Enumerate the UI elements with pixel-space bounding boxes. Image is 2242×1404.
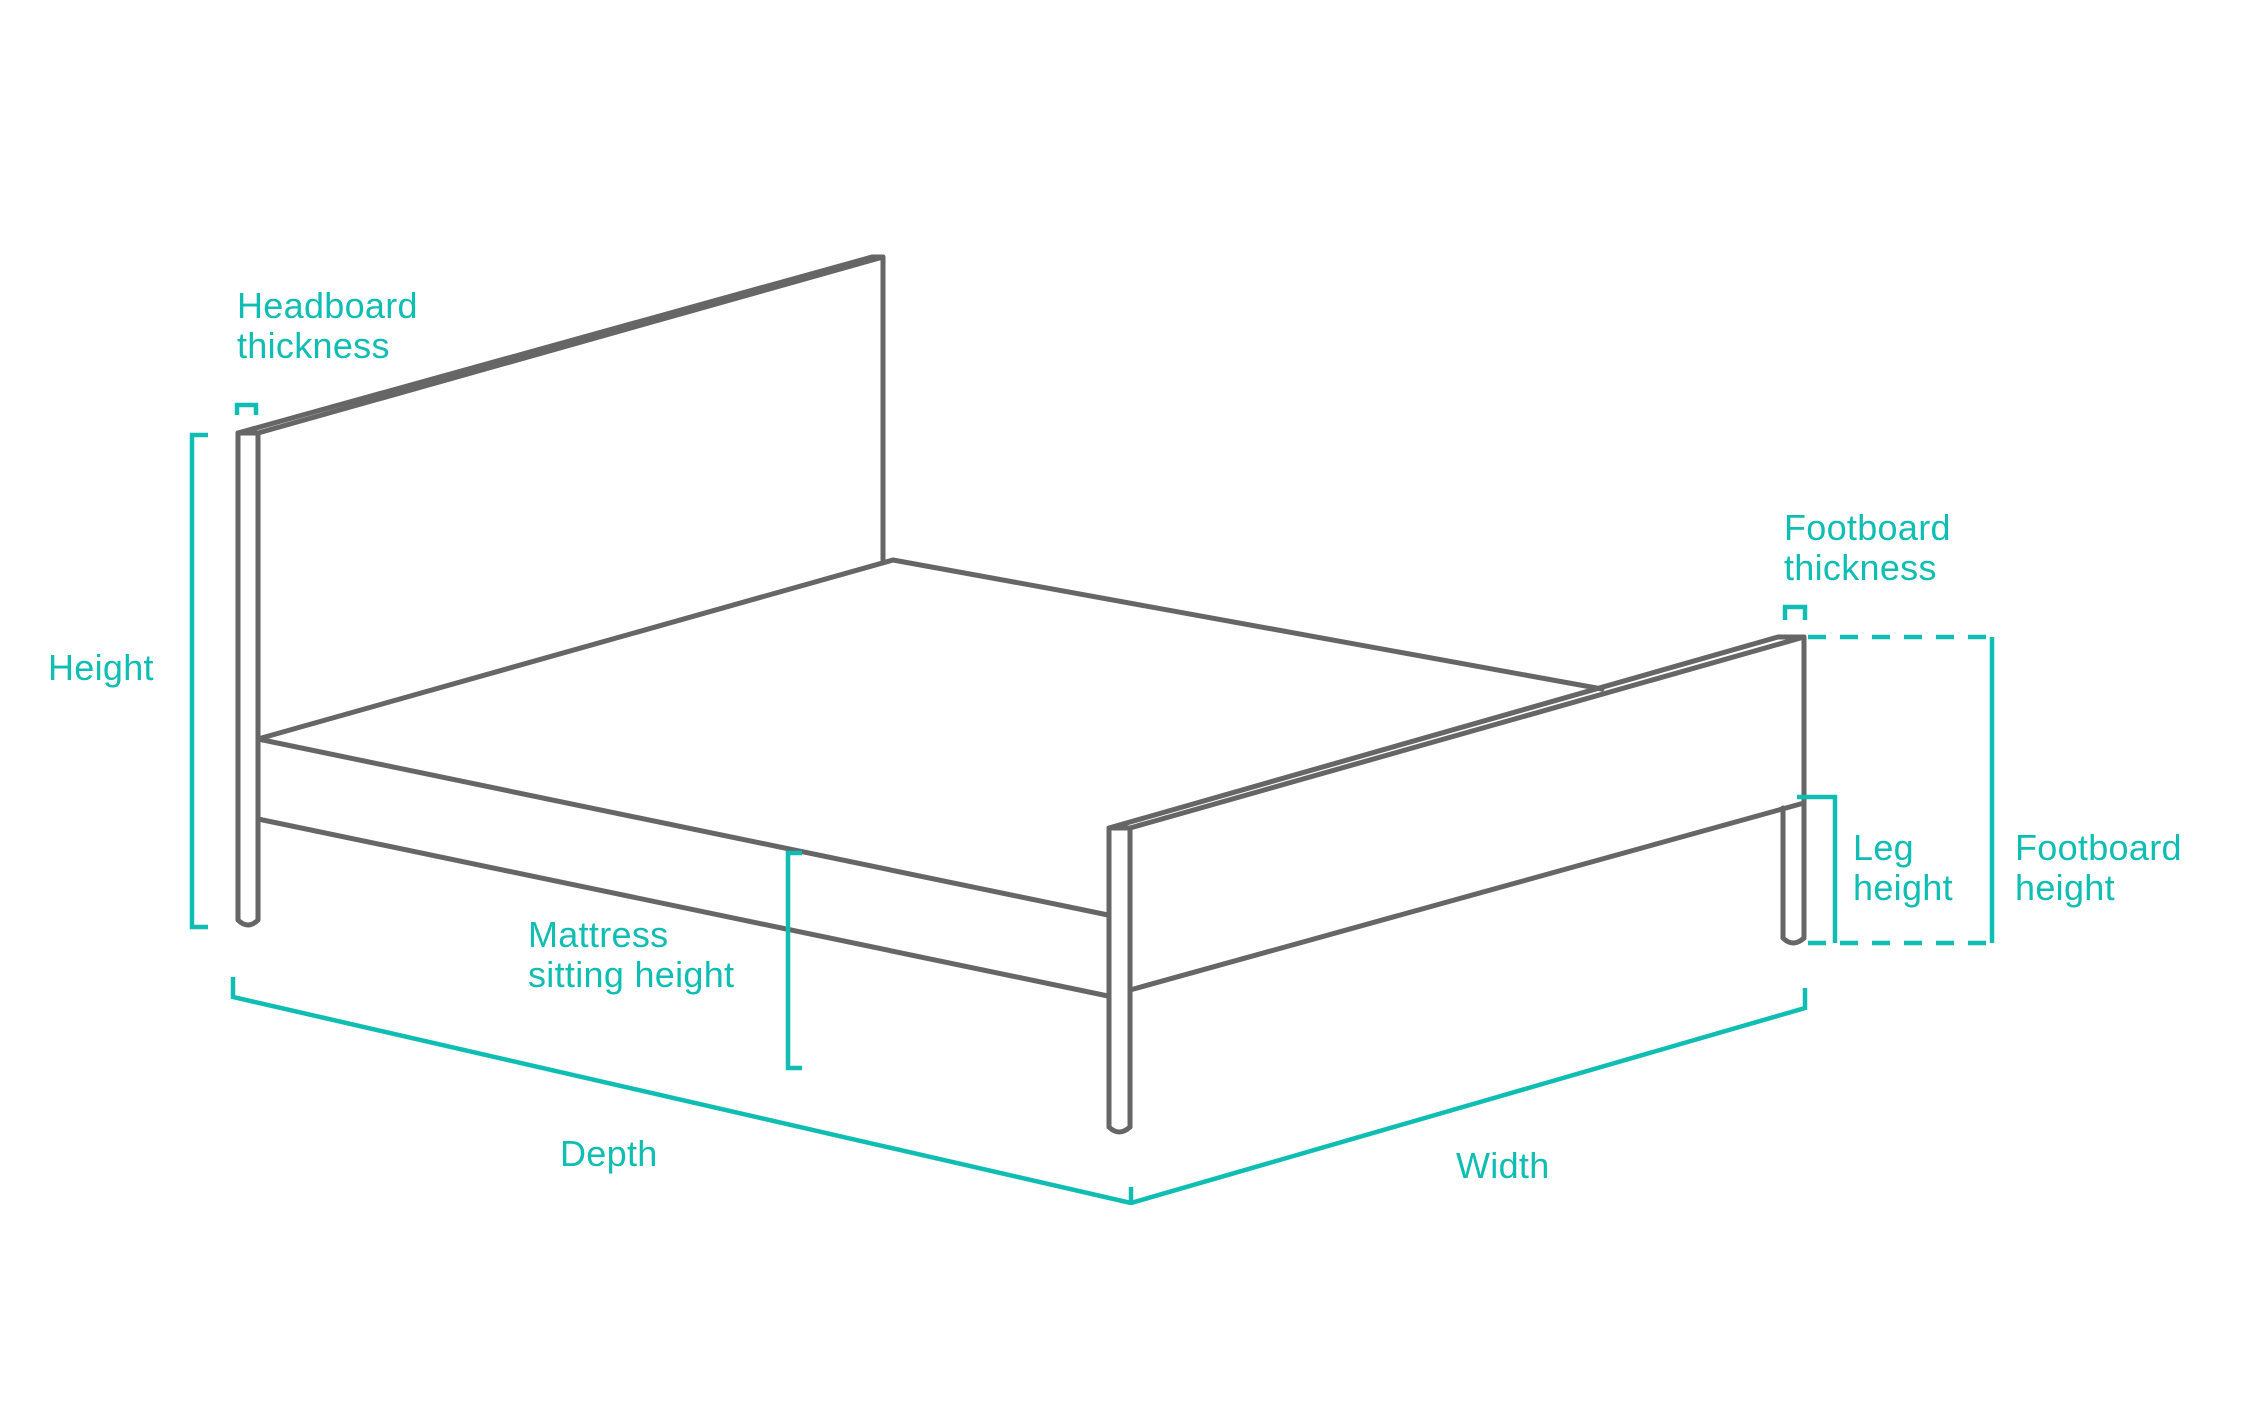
- label-headboard-thickness: Headboard thickness: [237, 285, 418, 366]
- label-width: Width: [1456, 1145, 1550, 1186]
- width-line: [1130, 988, 1808, 1206]
- mattress-sitting-height-bracket: [785, 850, 802, 1071]
- mattress-platform: [255, 557, 1605, 999]
- depth-line: [230, 977, 1132, 1206]
- footboard: [1106, 634, 1807, 1135]
- leg-height-bracket: [1797, 794, 1838, 943]
- height-bracket: [189, 432, 208, 930]
- bed-frame: [235, 254, 1807, 1135]
- label-leg-height: Leg height: [1853, 827, 1953, 908]
- headboard: [235, 254, 886, 928]
- label-height: Height: [48, 647, 154, 688]
- footboard-thickness-bracket: [1782, 604, 1808, 620]
- headboard-thickness-bracket: [234, 402, 259, 415]
- dimension-markers: [189, 402, 1995, 1206]
- label-mattress-sitting-height: Mattress sitting height: [528, 914, 735, 995]
- label-footboard-height: Footboard height: [2015, 827, 2182, 908]
- label-footboard-thickness: Footboard thickness: [1784, 507, 1951, 588]
- label-depth: Depth: [560, 1133, 658, 1174]
